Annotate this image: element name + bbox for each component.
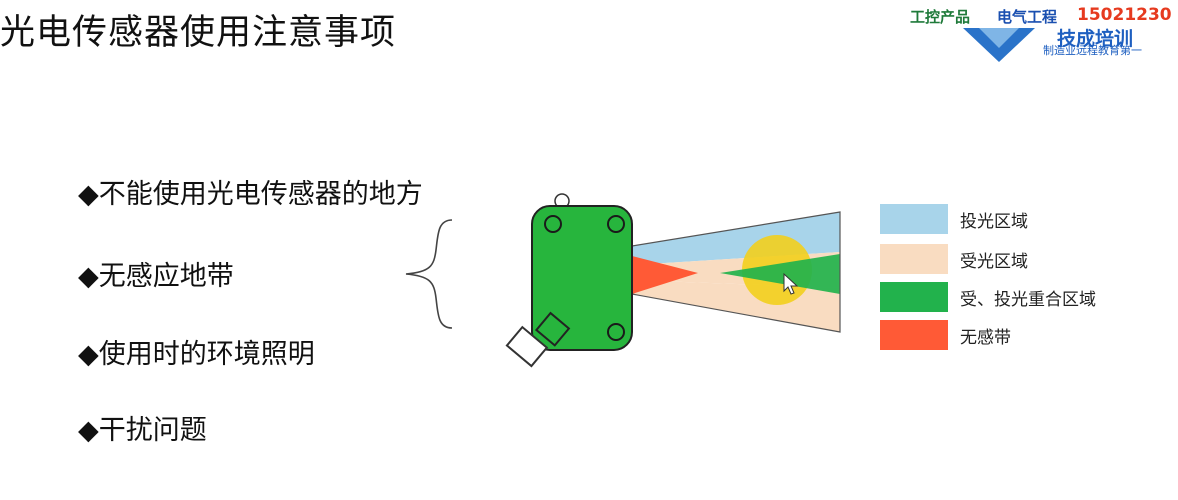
- dead-zone: [632, 256, 698, 294]
- logo-phone: 15021230: [1077, 5, 1172, 25]
- curly-brace: [405, 219, 453, 329]
- bullet-text: 干扰问题: [98, 415, 207, 446]
- screw-hole-icon: [544, 215, 562, 233]
- legend-swatch: [880, 282, 948, 312]
- legend-item-emit: 投光区域: [880, 204, 1178, 234]
- company-logo: 工控产品 电气工程 15021230 技成培训 制造业远程教育第一: [905, 0, 1178, 64]
- legend-label: 受、投光重合区域: [960, 290, 1096, 310]
- legend-label: 投光区域: [960, 212, 1028, 232]
- sensor-connector: [505, 325, 549, 368]
- logo-chevron-icon: [963, 28, 1035, 62]
- legend-swatch: [880, 204, 948, 234]
- legend-label: 无感带: [960, 328, 1011, 348]
- legend-item-dead: 无感带: [880, 320, 1178, 350]
- bullet-text: 使用时的环境照明: [98, 339, 315, 370]
- legend-item-receive: 受光区域: [880, 244, 1178, 274]
- sensor-diagram: [405, 193, 841, 368]
- diamond-bullet-icon: ◆: [78, 415, 99, 446]
- bullet-item: ◆不能使用光电传感器的地方: [78, 172, 423, 211]
- logo-middle-text: 电气工程: [997, 8, 1058, 26]
- legend-swatch: [880, 320, 948, 350]
- bullet-text: 无感应地带: [98, 261, 234, 292]
- connector-base: [534, 311, 571, 347]
- logo-brand: 技成培训: [1057, 28, 1134, 50]
- logo-tagline: 制造业远程教育第一: [1043, 44, 1142, 57]
- bullet-item: ◆使用时的环境照明: [78, 332, 315, 371]
- diamond-bullet-icon: ◆: [78, 261, 99, 292]
- logo-left-text: 工控产品: [910, 8, 971, 26]
- screw-hole-icon: [607, 215, 625, 233]
- mouse-cursor-icon: [783, 272, 799, 295]
- sensor-body: [531, 205, 633, 351]
- legend-label: 受光区域: [960, 252, 1028, 272]
- legend-item-overlap: 受、投光重合区域: [880, 282, 1178, 312]
- legend-swatch: [880, 244, 948, 274]
- screw-hole-icon: [607, 323, 625, 341]
- overlap-zone: [720, 254, 840, 294]
- slide-title: 光电传感器使用注意事项: [0, 13, 397, 53]
- bullet-item: ◆干扰问题: [78, 408, 207, 447]
- bullet-text: 不能使用光电传感器的地方: [98, 179, 423, 210]
- diamond-bullet-icon: ◆: [78, 179, 99, 210]
- diamond-bullet-icon: ◆: [78, 339, 99, 370]
- bullet-item: ◆无感应地带: [78, 254, 234, 293]
